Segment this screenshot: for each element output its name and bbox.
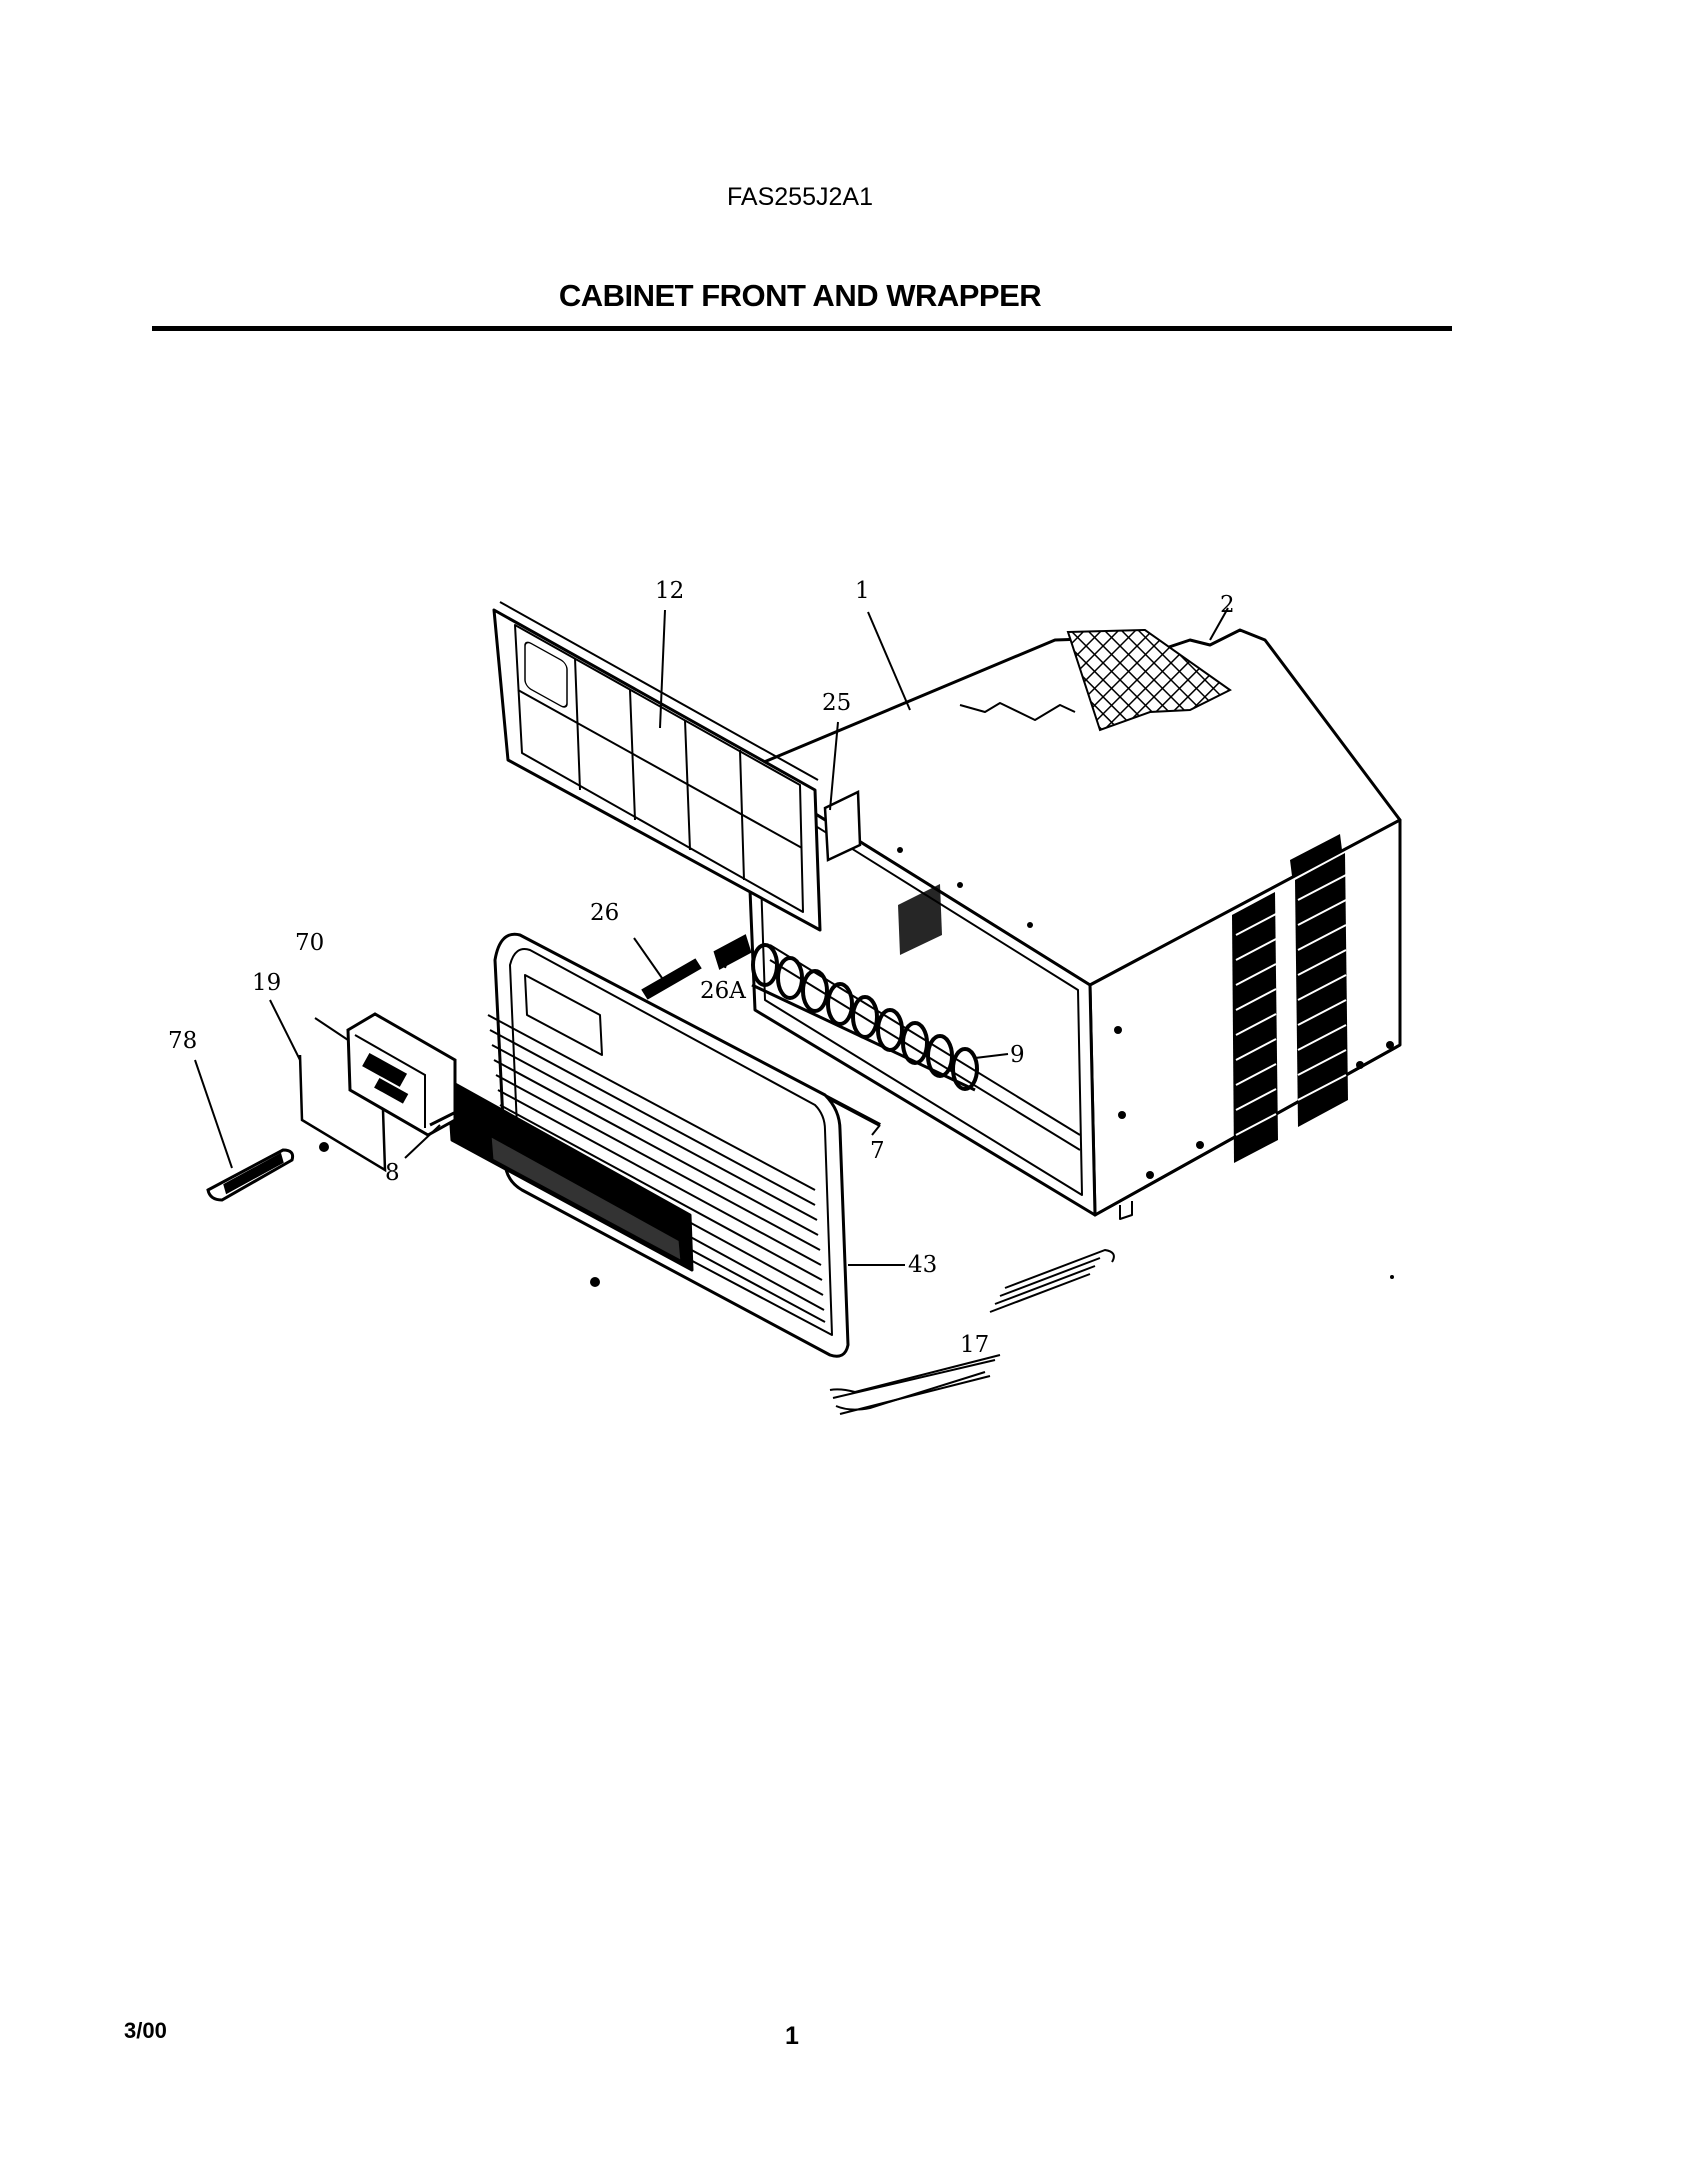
callout-2: 2	[1220, 592, 1235, 618]
revision-date: 3/00	[124, 2018, 167, 2043]
seal-strips-17	[829, 1248, 1115, 1415]
title-divider	[152, 326, 1452, 331]
callout-labels: 12 1 2 25 26 26A 70 19 78 9 7 8 43 17	[168, 578, 1235, 1358]
callout-12: 12	[655, 578, 684, 604]
callout-70: 70	[295, 930, 324, 956]
slider-26a	[713, 934, 752, 970]
slider-26	[641, 958, 702, 1000]
interior-vents	[898, 884, 942, 955]
control-module-70	[346, 1012, 457, 1137]
callout-26: 26	[590, 900, 619, 926]
bracket-25	[823, 790, 862, 862]
callout-19: 19	[252, 970, 281, 996]
callout-25: 25	[822, 690, 851, 716]
front-panel-43	[446, 932, 850, 1358]
side-louvers	[1232, 834, 1348, 1163]
callout-7: 7	[870, 1138, 885, 1164]
louver-assembly-9	[751, 943, 979, 1092]
bracket-screw	[319, 1142, 329, 1152]
panel-screw	[590, 1277, 600, 1287]
air-filter	[492, 601, 822, 932]
model-number: FAS255J2A1	[727, 183, 873, 211]
rear-mesh-grille	[1066, 628, 1232, 732]
connector-8	[429, 1103, 471, 1127]
bracket-19	[298, 1054, 387, 1173]
callout-8: 8	[385, 1160, 400, 1186]
callout-17: 17	[960, 1332, 989, 1358]
callout-78: 78	[168, 1028, 197, 1054]
callout-9: 9	[1010, 1042, 1025, 1068]
leader-lines	[194, 607, 1229, 1266]
page-number: 1	[785, 2022, 799, 2050]
callout-1: 1	[855, 578, 870, 604]
callout-43: 43	[908, 1252, 937, 1278]
page-title: CABINET FRONT AND WRAPPER	[558, 278, 1042, 313]
callout-26a: 26A	[700, 978, 746, 1004]
remote-control-78	[206, 1148, 295, 1202]
